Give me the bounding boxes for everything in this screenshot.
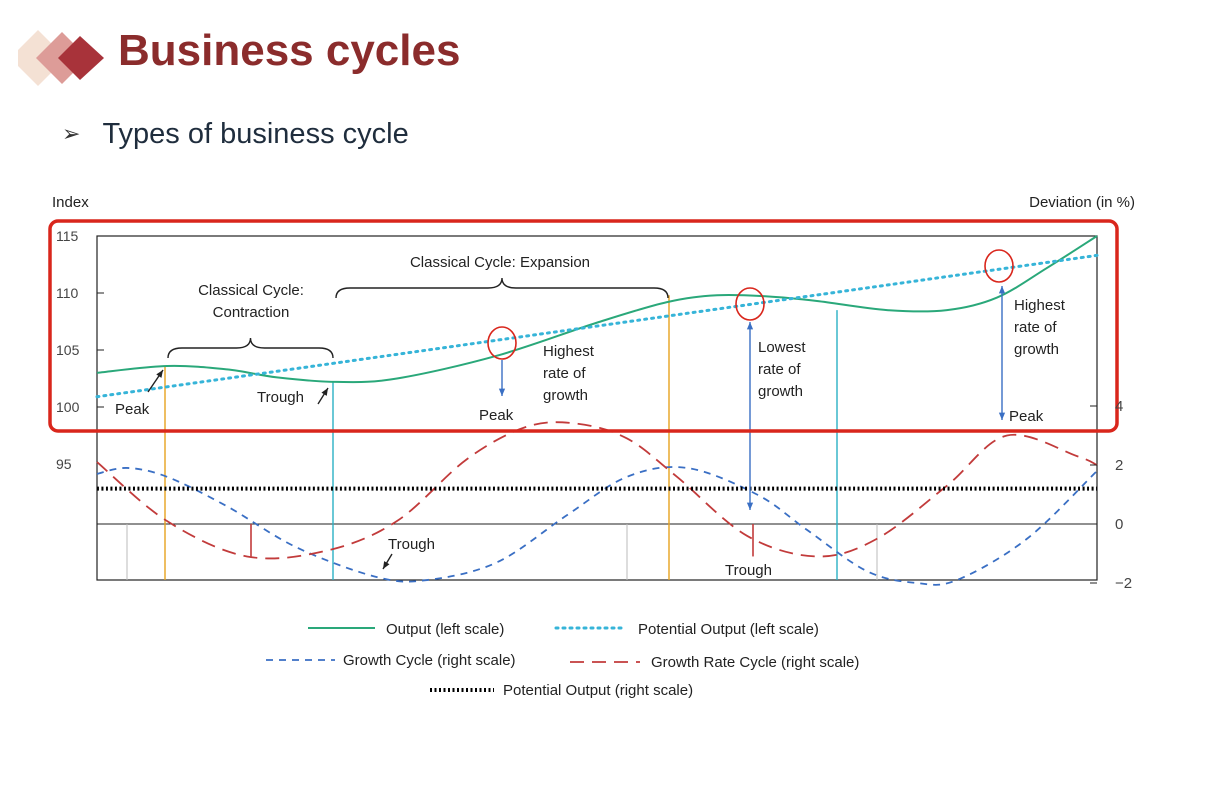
lowest-growth-label: Lowest bbox=[758, 339, 806, 356]
highest-growth-label: rate of bbox=[543, 365, 586, 382]
lowest-growth-label: rate of bbox=[758, 361, 801, 378]
slide-title: Business cycles bbox=[118, 26, 461, 75]
trough-label: Trough bbox=[388, 536, 435, 553]
left-tick-label: 105 bbox=[56, 342, 80, 358]
highest-growth-label: rate of bbox=[1014, 319, 1057, 336]
highest-growth-label: Highest bbox=[543, 343, 595, 360]
legend-potential-output-right-label: Potential Output (right scale) bbox=[503, 682, 693, 699]
highest-growth-label: Highest bbox=[1014, 297, 1066, 314]
trough-pointer-head bbox=[383, 561, 390, 569]
logo-diamonds-icon bbox=[18, 30, 104, 86]
series-layer bbox=[95, 235, 1099, 586]
right-tick-label: −2 bbox=[1115, 575, 1132, 592]
growth-cycle-line bbox=[96, 466, 1098, 586]
growth-point-circle bbox=[487, 326, 517, 360]
phase-lines bbox=[164, 295, 838, 580]
legend-potential-output-left-label: Potential Output (left scale) bbox=[638, 621, 819, 638]
arrow-bullet-icon: ➢ bbox=[62, 122, 81, 147]
trough-label: Trough bbox=[725, 562, 772, 579]
highest-growth-label: growth bbox=[543, 387, 588, 404]
left-tick-label: 100 bbox=[56, 399, 80, 415]
potential-output-left-line bbox=[95, 253, 1099, 399]
legend-output-label: Output (left scale) bbox=[386, 621, 504, 638]
axes-layer: Index 115 110 105 100 95 Deviation (in %) 4 2 0 −2 bbox=[52, 194, 1135, 592]
peak-pointer-head bbox=[156, 370, 163, 378]
expansion-label: Classical Cycle: Expansion bbox=[410, 254, 590, 271]
highest-growth-label: growth bbox=[1014, 341, 1059, 358]
lowest-growth-arrow-head bbox=[746, 322, 754, 330]
highest-growth-arrow-head bbox=[998, 412, 1006, 420]
legend-growth-cycle-label: Growth Cycle (right scale) bbox=[343, 652, 516, 669]
growth-point-circle bbox=[735, 287, 765, 321]
contraction-label: Contraction bbox=[213, 304, 290, 321]
left-axis-label: Index bbox=[52, 194, 89, 211]
annotations-layer: Classical Cycle: Contraction Classical Cyc… bbox=[48, 219, 1119, 579]
contraction-brace bbox=[167, 337, 334, 359]
right-tick-label: 2 bbox=[1115, 457, 1123, 474]
contraction-label: Classical Cycle: bbox=[198, 282, 304, 299]
peak-label: Peak bbox=[115, 401, 150, 418]
bullet-text: Types of business cycle bbox=[102, 118, 409, 150]
plot-border bbox=[96, 235, 1098, 581]
output-line bbox=[96, 235, 1098, 384]
legend-growth-rate-cycle-label: Growth Rate Cycle (right scale) bbox=[651, 654, 859, 671]
expansion-brace bbox=[335, 277, 669, 299]
plot-frame bbox=[96, 235, 1098, 581]
left-tick-label: 95 bbox=[56, 456, 72, 472]
right-tick-label: 0 bbox=[1115, 516, 1123, 533]
growth-point-circle bbox=[984, 249, 1014, 283]
highlight-box bbox=[48, 219, 1119, 433]
legend: Output (left scale) Potential Output (lef… bbox=[266, 621, 859, 699]
highest-growth-arrow-head bbox=[498, 388, 506, 396]
lowest-growth-arrow-head bbox=[746, 502, 754, 510]
growth-rate-cycle-line bbox=[96, 421, 1098, 560]
highest-growth-arrow-head bbox=[998, 286, 1006, 294]
trough-label: Trough bbox=[257, 389, 304, 406]
right-axis-label: Deviation (in %) bbox=[1029, 194, 1135, 211]
lowest-growth-label: growth bbox=[758, 383, 803, 400]
right-tick-label: 4 bbox=[1115, 398, 1123, 415]
bullet-item: ➢ Types of business cycle bbox=[62, 118, 409, 151]
left-tick-label: 110 bbox=[56, 285, 79, 301]
peak-label: Peak bbox=[479, 407, 514, 424]
trough-pointer-head bbox=[321, 388, 328, 396]
peak-label: Peak bbox=[1009, 408, 1044, 425]
left-tick-label: 115 bbox=[56, 228, 79, 244]
business-cycle-chart: Classical Cycle: Contraction Classical Cyc… bbox=[48, 194, 1135, 699]
